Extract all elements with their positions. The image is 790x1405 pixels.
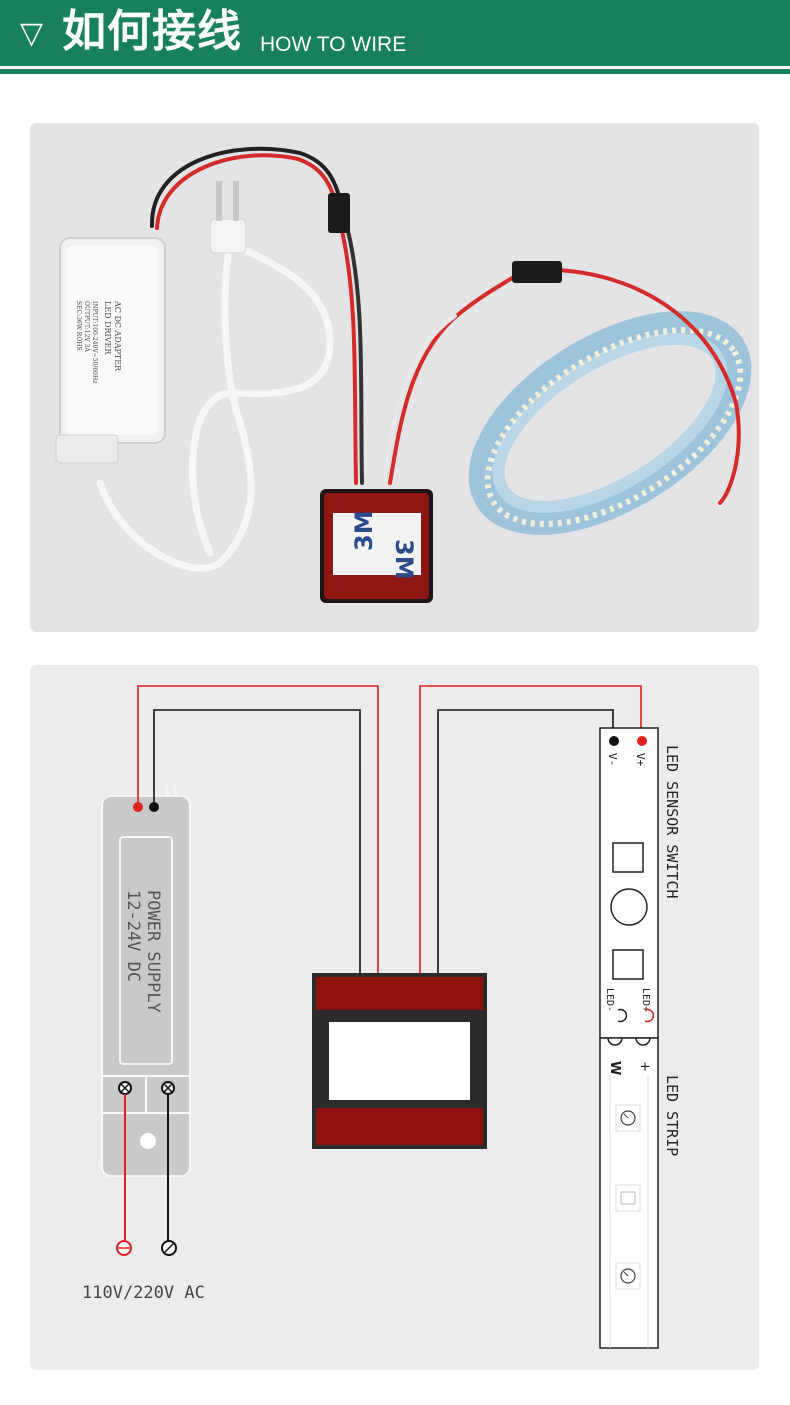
power-supply-voltage: 12-24V DC bbox=[123, 890, 143, 982]
sensor-switch-device bbox=[312, 973, 487, 1149]
connector-plug bbox=[328, 193, 350, 233]
adapter-label-subtitle: LED DRIVER bbox=[103, 301, 112, 355]
ac-power-cord bbox=[96, 237, 334, 572]
header-banner bbox=[0, 0, 790, 66]
adapter-label-power: SEC:36W ROHS bbox=[75, 301, 82, 351]
strip-plus-mark: + bbox=[637, 1061, 652, 1072]
product-photo: AC DC ADAPTER LED DRIVER INPUT:100-240V~… bbox=[30, 123, 759, 632]
ac-plug bbox=[209, 181, 247, 254]
sensor-v-plus-label: V+ bbox=[634, 753, 647, 767]
wiring-diagram-illustration: POWER SUPPLY 12-24V DC 110V/220V AC bbox=[82, 685, 681, 1349]
adapter-label-input: INPUT:100-240V~50/60Hz bbox=[91, 301, 98, 383]
led-strip-coil bbox=[468, 311, 752, 535]
led-strip: W + LED STRIP bbox=[599, 1037, 681, 1349]
header-divider bbox=[0, 66, 790, 69]
power-adapter: AC DC ADAPTER LED DRIVER INPUT:100-240V~… bbox=[55, 237, 166, 464]
connector-plug bbox=[512, 261, 562, 283]
sensor-led-minus-label: LED- bbox=[604, 988, 615, 1012]
ac-input-label: 110V/220V AC bbox=[82, 1283, 205, 1303]
page-subtitle: HOW TO WIRE bbox=[260, 33, 407, 56]
sensor-switch-photo: 3M 3M bbox=[320, 489, 433, 603]
power-supply-label: POWER SUPPLY bbox=[143, 890, 163, 1013]
product-photo-illustration: AC DC ADAPTER LED DRIVER INPUT:100-240V~… bbox=[55, 146, 752, 603]
sensor-v-minus-label: V- bbox=[606, 753, 619, 766]
sensor-switch-title: LED SENSOR SWITCH bbox=[663, 745, 681, 899]
tape-brand-text: 3M bbox=[390, 539, 418, 580]
led-sensor-switch-board: V- V+ LED- LED+ LED SENSOR SWITCH bbox=[599, 727, 681, 1039]
tape-brand-text: 3M bbox=[350, 510, 378, 551]
led-strip-title: LED STRIP bbox=[663, 1075, 681, 1156]
triangle-down-icon: ▽ bbox=[20, 16, 44, 51]
page-title: 如何接线 bbox=[62, 6, 242, 57]
wiring-diagram: POWER SUPPLY 12-24V DC 110V/220V AC bbox=[30, 665, 759, 1370]
photo-wires bbox=[149, 146, 741, 505]
strip-minus-mark: W bbox=[607, 1061, 622, 1075]
adapter-label-output: OUTPUT:12V 3A bbox=[83, 301, 90, 352]
supply-to-switch-wires bbox=[137, 685, 642, 973]
ac-input-wires bbox=[116, 1094, 177, 1256]
adapter-label-title: AC DC ADAPTER bbox=[113, 300, 122, 372]
header-underline bbox=[0, 69, 790, 74]
sensor-led-plus-label: LED+ bbox=[640, 988, 651, 1012]
power-supply-box: POWER SUPPLY 12-24V DC bbox=[101, 782, 191, 1177]
